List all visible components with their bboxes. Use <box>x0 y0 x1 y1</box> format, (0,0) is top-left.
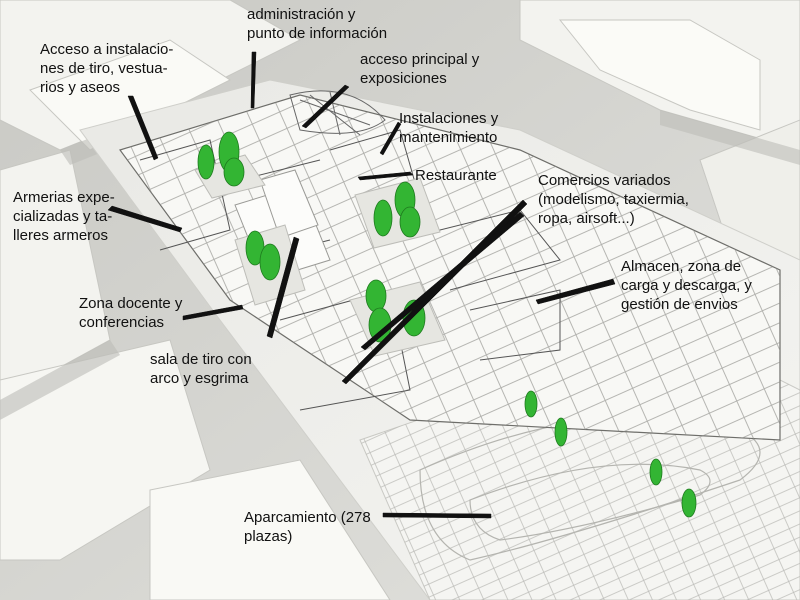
label-line: Aparcamiento (278 <box>244 509 371 526</box>
label-line: carga y descarga, y <box>621 277 752 294</box>
label-zona-docente: Zona docente y conferencias <box>79 294 182 332</box>
label-line: administración y <box>247 6 356 23</box>
tree <box>681 488 697 518</box>
label-line: gestión de envios <box>621 296 738 313</box>
label-line: mantenimiento <box>399 129 498 146</box>
label-almacen: Almacen, zona de carga y descarga, y ges… <box>621 257 752 314</box>
label-armerias: Armerias expe- cializadas y ta- lleres a… <box>13 188 115 245</box>
tree <box>259 243 281 281</box>
label-line: Acceso a instalacio- <box>40 41 174 58</box>
label-line: (modelismo, taxiermia, <box>538 191 689 208</box>
trees <box>197 131 697 518</box>
label-line: Zona docente y <box>79 295 183 312</box>
label-line: plazas) <box>244 528 293 545</box>
label-acceso-principal: acceso principal y exposiciones <box>360 50 479 88</box>
label-aparcamiento: Aparcamiento (278 plazas) <box>244 508 371 546</box>
tree <box>649 458 663 486</box>
label-line: Restaurante <box>415 167 497 184</box>
label-line: nes de tiro, vestua- <box>40 60 168 77</box>
label-line: lleres armeros <box>13 227 109 244</box>
label-administracion: administración y punto de información <box>247 5 387 43</box>
label-restaurante: Restaurante <box>415 166 497 185</box>
label-instalaciones: Instalaciones y mantenimiento <box>399 109 498 147</box>
annotation-pointers <box>107 51 616 519</box>
tree <box>373 199 393 237</box>
label-line: conferencias <box>79 314 165 331</box>
tree <box>554 417 568 447</box>
tree <box>365 279 387 313</box>
label-line: acceso principal y <box>360 51 480 68</box>
tree <box>399 206 421 238</box>
label-comercios: Comercios variados (modelismo, taxiermia… <box>538 171 689 228</box>
label-line: punto de información <box>247 25 388 42</box>
tree <box>197 144 215 180</box>
tree <box>223 157 245 187</box>
label-line: rios y aseos <box>40 79 121 96</box>
label-line: Instalaciones y <box>399 110 499 127</box>
tree <box>524 390 538 418</box>
label-line: sala de tiro con <box>150 351 252 368</box>
label-acceso-instalaciones: Acceso a instalacio- nes de tiro, vestua… <box>40 40 173 97</box>
label-line: exposiciones <box>360 70 447 87</box>
label-line: Comercios variados <box>538 172 671 189</box>
label-sala-tiro: sala de tiro con arco y esgrima <box>150 350 252 388</box>
label-line: Armerias expe- <box>13 189 115 206</box>
label-line: Almacen, zona de <box>621 258 742 275</box>
label-line: cializadas y ta- <box>13 208 113 225</box>
label-line: arco y esgrima <box>150 370 249 387</box>
label-line: ropa, airsoft...) <box>538 210 635 227</box>
